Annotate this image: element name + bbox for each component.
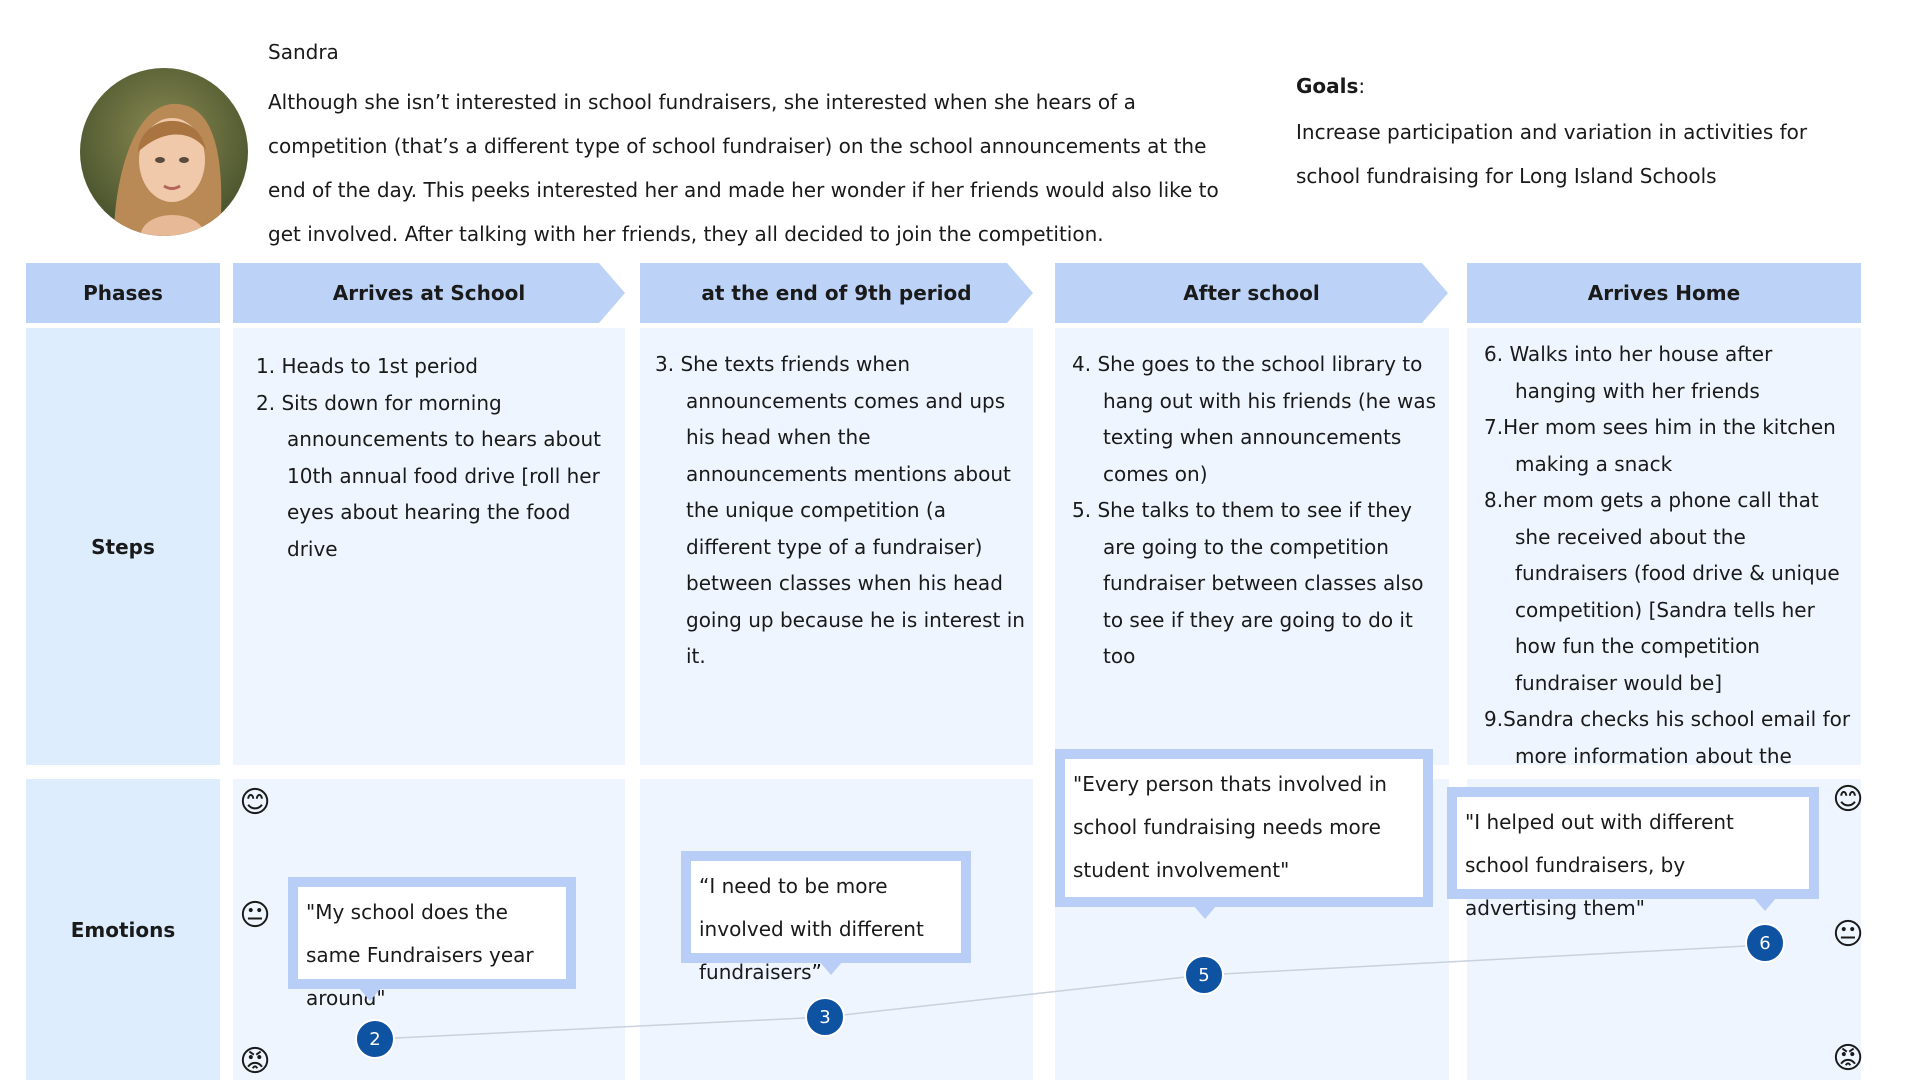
emotion-quote-5: "Every person thats involved in school f… [1055, 749, 1433, 907]
emotion-curve-line [375, 945, 1765, 1039]
emotion-marker-6: 6 [1745, 923, 1785, 963]
emotion-marker-2: 2 [355, 1019, 395, 1059]
emotion-quote-3: “I need to be more involved with differe… [681, 851, 971, 963]
emotion-quote-6: "I helped out with different school fund… [1447, 787, 1819, 899]
emotion-marker-3: 3 [805, 997, 845, 1037]
emotion-quote-2: "My school does the same Fundraisers yea… [288, 877, 576, 989]
quote-text: "Every person thats involved in school f… [1073, 772, 1387, 882]
emotion-marker-5: 5 [1184, 955, 1224, 995]
